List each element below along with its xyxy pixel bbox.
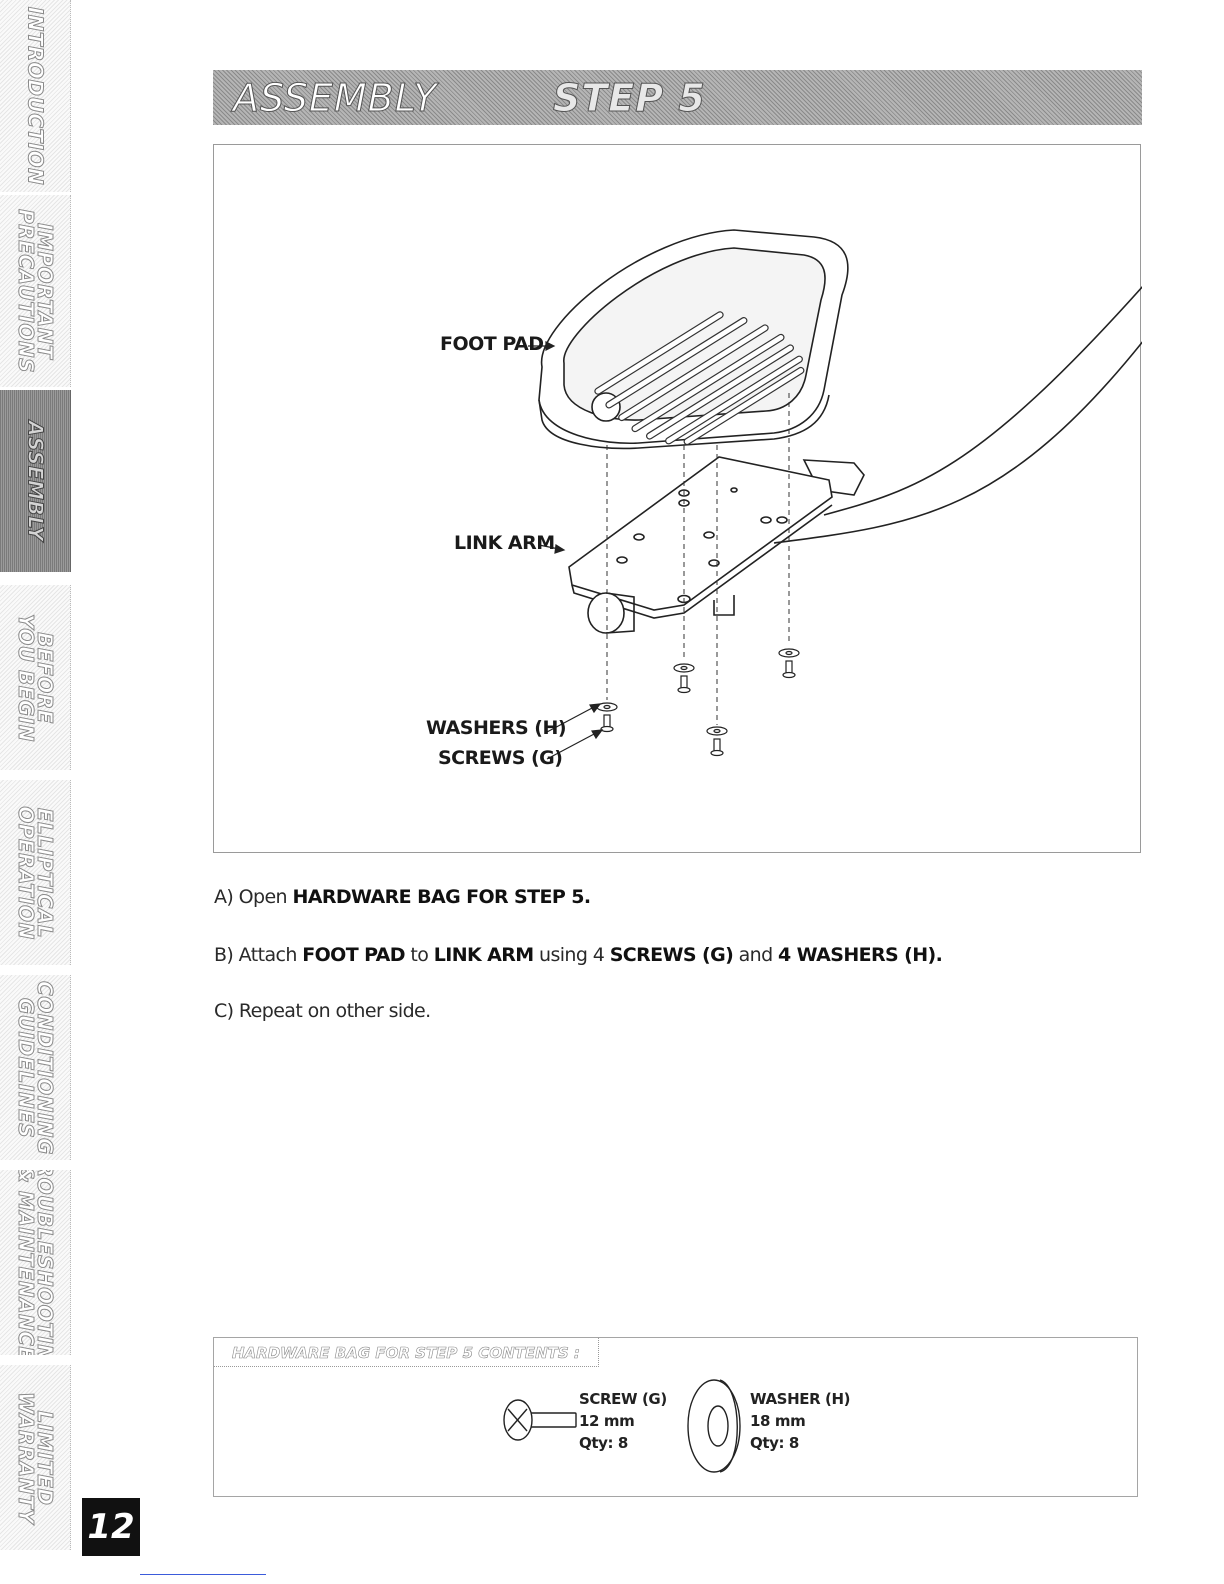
side-tab-important-precautions[interactable]: IMPORTANT PRECAUTIONS: [0, 195, 71, 387]
callout-washers: WASHERS (H): [426, 717, 567, 739]
side-tab-limited-warranty[interactable]: LIMITED WARRANTY: [0, 1365, 71, 1550]
instruction-b: B) Attach FOOT PAD to LINK ARM using 4 S…: [214, 944, 943, 966]
page-number: 12: [82, 1498, 140, 1556]
instruction-c: C) Repeat on other side.: [214, 1000, 431, 1022]
instruction-a-text: A) Open: [214, 886, 293, 908]
washer-size: 18 mm: [750, 1412, 806, 1430]
side-tab-elliptical-operation[interactable]: ELLIPTICAL OPERATION: [0, 780, 71, 965]
instruction-b-foot-pad: FOOT PAD: [302, 944, 405, 966]
screw-name: SCREW (G): [579, 1390, 667, 1408]
side-tab-assembly[interactable]: ASSEMBLY: [0, 390, 71, 572]
fasteners: [596, 648, 800, 757]
hardware-bag-contents: HARDWARE BAG FOR STEP 5 CONTENTS : SCREW…: [213, 1337, 1138, 1497]
screw-spec: SCREW (G) 12 mm Qty: 8: [579, 1388, 667, 1454]
tread-grooves: [594, 311, 805, 446]
instruction-b-text-1: B) Attach: [214, 944, 303, 966]
side-tab-troubleshooting-maintenance[interactable]: TROUBLESHOOTING & MAINTENANCE: [0, 1170, 71, 1355]
link-arm-tube: [823, 286, 1142, 516]
link-arm-plate: [568, 456, 833, 611]
assembly-diagram: FOOT PAD LINK ARM WASHERS (H) SCREWS (G): [213, 144, 1142, 853]
screw-qty: Qty: 8: [579, 1434, 628, 1452]
callout-foot-pad: FOOT PAD: [440, 333, 544, 355]
washer-icon: [687, 1379, 741, 1473]
instruction-b-text-4: and: [733, 944, 779, 966]
side-tab-before-you-begin[interactable]: BEFORE YOU BEGIN: [0, 585, 71, 770]
banner-title-assembly: ASSEMBLY: [233, 76, 438, 121]
link-arm-end-cap: [587, 592, 625, 634]
hardware-bag-title: HARDWARE BAG FOR STEP 5 CONTENTS :: [214, 1338, 599, 1367]
instruction-b-text-2: to: [404, 944, 434, 966]
alignment-lines: [606, 393, 790, 725]
washer-name: WASHER (H): [750, 1390, 851, 1408]
side-tab-label: BEFORE YOU BEGIN: [14, 613, 58, 742]
side-tab-label: TROUBLESHOOTING & MAINTENANCE: [14, 1170, 58, 1355]
side-tab-label: CONDITIONING GUIDELINES: [14, 980, 58, 1155]
side-tab-conditioning-guidelines[interactable]: CONDITIONING GUIDELINES: [0, 975, 71, 1160]
instruction-b-screws: SCREWS (G): [609, 944, 734, 966]
instruction-b-washers: 4 WASHERS (H).: [778, 944, 943, 966]
side-tab-label: LIMITED WARRANTY: [14, 1391, 58, 1524]
instruction-a: A) Open HARDWARE BAG FOR STEP 5.: [214, 886, 591, 908]
washer-qty: Qty: 8: [750, 1434, 799, 1452]
screw-icon: [503, 1399, 577, 1441]
instruction-c-text: C) Repeat on other side.: [214, 1000, 431, 1022]
side-tab-label: ASSEMBLY: [23, 420, 48, 542]
step-banner: ASSEMBLY STEP 5: [213, 70, 1142, 125]
callout-screws: SCREWS (G): [438, 747, 563, 769]
instruction-b-text-3: using 4: [533, 944, 610, 966]
diagram-illustration: [528, 229, 1142, 760]
callout-link-arm: LINK ARM: [454, 532, 555, 554]
side-tab-label: ELLIPTICAL OPERATION: [14, 805, 58, 940]
side-tab-introduction[interactable]: INTRODUCTION: [0, 0, 71, 192]
side-tab-label: IMPORTANT PRECAUTIONS: [14, 209, 58, 374]
instruction-b-link-arm: LINK ARM: [433, 944, 534, 966]
side-tab-label: INTRODUCTION: [23, 6, 48, 186]
callout-arrows: [528, 341, 604, 760]
washer-spec: WASHER (H) 18 mm Qty: 8: [750, 1388, 851, 1454]
footer-rule: [140, 1574, 266, 1575]
link-arm-tube-lower: [773, 341, 1142, 544]
screw-size: 12 mm: [579, 1412, 635, 1430]
instruction-a-bold: HARDWARE BAG FOR STEP 5.: [292, 886, 591, 908]
banner-title-step: STEP 5: [553, 76, 706, 121]
